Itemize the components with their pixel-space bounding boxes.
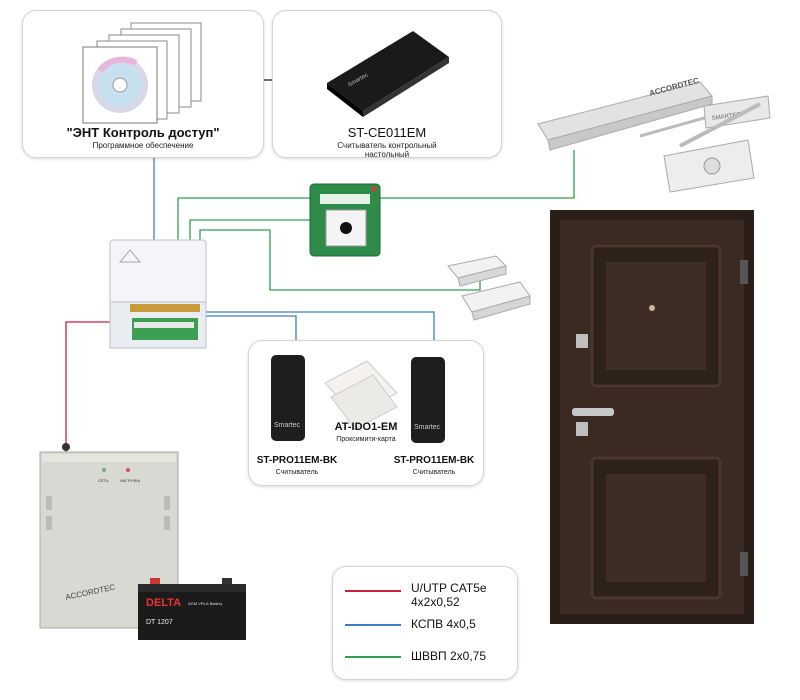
legend-line-utp — [345, 590, 401, 592]
reader-left-model: ST-PRO11EM-BK — [256, 455, 338, 466]
software-panel: "ЭНТ Контроль доступ" Программное обеспе… — [22, 10, 264, 158]
legend-label-kspv: КСПВ 4х0,5 — [411, 617, 476, 631]
card-desc: Проксимити-карта — [336, 436, 396, 443]
legend-line-kspv — [345, 624, 401, 626]
psu-led2-label: НАГРУЗКА — [120, 478, 141, 483]
legend-label-shvvp: ШВВП 2х0,75 — [411, 649, 486, 663]
desktop-reader-device: Smartec — [327, 31, 449, 117]
psu-led1-label: СЕТЬ — [98, 478, 109, 483]
reader-left-logo: Smartec — [274, 422, 301, 429]
software-title: "ЭНТ Контроль доступ" — [66, 125, 220, 140]
cd-disc-icon — [82, 22, 202, 124]
legend-panel: U/UTP CAT5e 4x2x0,52 КСПВ 4х0,5 ШВВП 2х0… — [332, 566, 518, 680]
desktop-reader-panel: Smartec ST-CE011EM Считыватель контрольн… — [272, 10, 502, 159]
card-model: AT-IDO1-EM — [334, 421, 398, 433]
readers-illustration: Smartec Smartec — [271, 355, 445, 443]
legend-label-utp-2: 4x2x0,52 — [411, 595, 460, 609]
legend-label-utp: U/UTP CAT5e — [411, 581, 487, 595]
legend-line-shvvp — [345, 656, 401, 658]
legend-item-shvvp: ШВВП 2х0,75 — [345, 649, 513, 669]
desktop-reader-desc-2: настольный — [364, 150, 410, 159]
wire-shvvp-contact — [199, 229, 481, 291]
wire-utp-psu — [65, 321, 112, 452]
readers-panel: Smartec Smartec AT-IDO1-EM Проксимити-ка… — [248, 340, 484, 486]
legend-item-utp: U/UTP CAT5e 4x2x0,52 — [345, 581, 513, 609]
legend-item-kspv: КСПВ 4х0,5 — [345, 617, 513, 637]
closer-brand-text: SMARTEC — [711, 112, 741, 122]
desktop-reader-model: ST-CE011EM — [347, 125, 427, 140]
desktop-reader-desc-1: Считыватель контрольный — [337, 141, 437, 150]
battery-brand-text: DELTA — [146, 597, 181, 609]
reader-right-desc: Считыватель — [412, 469, 456, 476]
reader-right-logo: Smartec — [414, 424, 441, 431]
battery-type-text: AGM VRLA Battery — [188, 601, 222, 606]
battery-model-text: DT 1207 — [146, 619, 173, 626]
software-subtitle: Программное обеспечение — [92, 141, 194, 150]
reader-left-desc: Считыватель — [275, 469, 319, 476]
reader-right-model: ST-PRO11EM-BK — [393, 455, 475, 466]
